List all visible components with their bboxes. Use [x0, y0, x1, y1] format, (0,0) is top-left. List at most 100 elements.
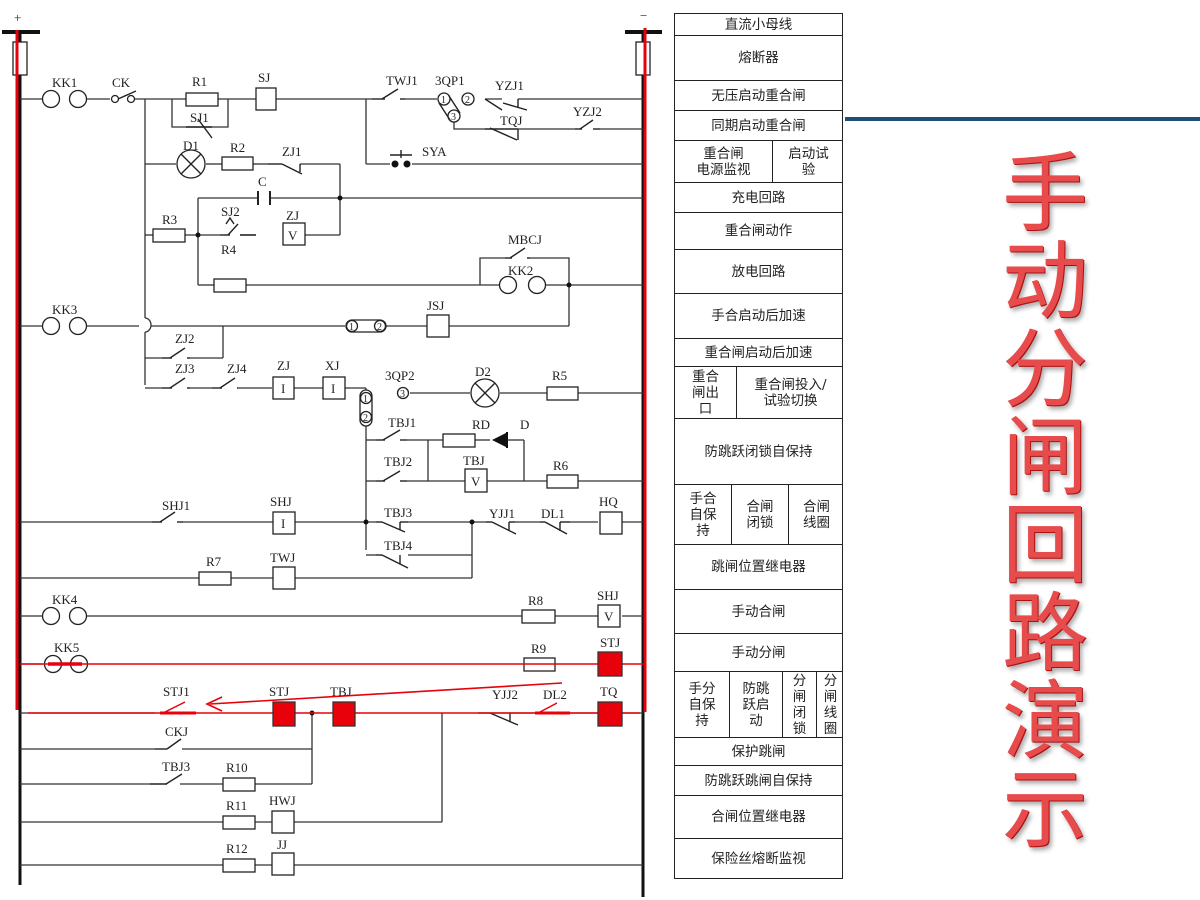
legend-cell: 手动分闸: [731, 644, 786, 661]
label-shj1: SHJ1: [162, 498, 190, 513]
legend-cell: 保护跳闸: [731, 743, 786, 760]
legend-cell: 手合自保持: [675, 485, 732, 544]
label-r7: R7: [206, 554, 222, 569]
kk2-contact: [498, 275, 518, 295]
zj-voltage-relay: [282, 222, 306, 246]
rd-resistor: [442, 433, 476, 448]
ck-switch: [126, 94, 136, 104]
label-tbj3: TBJ3: [384, 505, 412, 520]
twj-relay: [272, 566, 296, 590]
r8-resistor: [521, 609, 556, 624]
symbol-i: I: [331, 381, 335, 396]
kk1-contact: [41, 89, 61, 109]
label-r1: R1: [192, 74, 207, 89]
legend-cell: 启动试验: [788, 145, 829, 178]
kk4-contact: [41, 606, 61, 626]
label-zj1: ZJ1: [282, 144, 302, 159]
legend-cell: 重合闸出口: [675, 367, 737, 418]
title-char: 演: [1002, 672, 1088, 772]
stj-relay: [272, 701, 296, 727]
legend-cell: 分闸线圈: [823, 672, 838, 737]
jsj-relay: [426, 314, 450, 338]
r12-resistor: [222, 858, 256, 873]
label-d: D: [520, 417, 529, 432]
legend-row: 手合启动后加速: [675, 294, 842, 339]
ck-switch: [110, 94, 120, 104]
label-dl1: DL1: [541, 506, 565, 521]
label-stj1: STJ1: [163, 684, 190, 699]
tbj-relay: [332, 701, 356, 727]
label-r3: R3: [162, 212, 177, 227]
terminal-number: 3: [400, 389, 405, 400]
3qp2-terminal: [396, 386, 410, 400]
label-r2: R2: [230, 140, 245, 155]
legend-cell: 熔断器: [738, 50, 779, 66]
stj-relay-coil: [597, 651, 623, 677]
symbol-i: I: [281, 516, 285, 531]
r10-resistor: [222, 777, 256, 792]
label-tbj-v: TBJ: [463, 453, 485, 468]
title-char: 闸: [1002, 408, 1088, 508]
label-tbj3-lower: TBJ3: [162, 759, 190, 774]
label-r11: R11: [226, 798, 247, 813]
legend-cell: 重合闸动作: [724, 223, 793, 239]
label-hwj: HWJ: [269, 793, 296, 808]
control-circuit-diagram: + − KK1 CK R1 SJ SJ1 TWJ1 3QP1 YZJ1 YZJ2…: [2, 8, 662, 897]
d1-lamp-cross: [180, 153, 202, 175]
legend-row: 同期启动重合闸: [675, 111, 842, 141]
negative-bus-label: −: [640, 8, 647, 23]
negative-fuse: [635, 41, 651, 76]
label-3qp1: 3QP1: [435, 73, 465, 88]
manual-trip-path: [15, 28, 647, 715]
label-zj3: ZJ3: [175, 361, 195, 376]
terminal-number: 3: [451, 112, 456, 123]
label-mbcj: MBCJ: [508, 232, 542, 247]
legend-cell: 合闸线圈: [803, 498, 830, 531]
legend-cell: 手合启动后加速: [711, 308, 806, 324]
label-3qp2: 3QP2: [385, 368, 415, 383]
legend-cell: 手动合闸: [731, 603, 786, 620]
label-hq: HQ: [599, 494, 618, 509]
positive-fuse: [12, 41, 28, 76]
slide-title: 手动分闸回路演示: [990, 150, 1100, 854]
label-kk3: KK3: [52, 302, 77, 317]
label-jj: JJ: [277, 837, 287, 852]
label-kk1: KK1: [52, 75, 77, 90]
component-labels: + − KK1 CK R1 SJ SJ1 TWJ1 3QP1 YZJ1 YZJ2…: [14, 8, 647, 856]
symbol-v: V: [471, 474, 481, 489]
d2-lamp-cross: [474, 382, 496, 404]
3qp1-terminal: [437, 92, 451, 106]
label-r8: R8: [528, 593, 543, 608]
flow-arrow: [209, 682, 563, 705]
label-r4: R4: [221, 242, 237, 257]
legend-row: 充电回路: [675, 183, 842, 213]
terminal-number: 1: [441, 95, 446, 106]
shj-voltage-relay: [597, 604, 621, 628]
legend-row: 直流小母线: [675, 14, 842, 36]
label-sj1: SJ1: [190, 110, 209, 125]
legend-row: 重合闸启动后加速: [675, 339, 842, 367]
legend-row: 重合闸动作: [675, 213, 842, 250]
label-r12: R12: [226, 841, 248, 856]
label-tq: TQ: [600, 684, 618, 699]
terminal-2: [373, 319, 387, 333]
legend-row: 手合自保持合闸闭锁合闸线圈: [675, 485, 842, 545]
label-r6: R6: [553, 458, 569, 473]
sj-relay: [255, 87, 277, 111]
label-zj-i: ZJ: [277, 358, 290, 373]
kk4-contact: [68, 606, 88, 626]
label-ck: CK: [112, 75, 131, 90]
label-tbj2: TBJ2: [384, 454, 412, 469]
label-kk4: KK4: [52, 592, 78, 607]
legend-row: 手动分闸: [675, 634, 842, 672]
legend-row: 无压启动重合闸: [675, 81, 842, 111]
label-twj1: TWJ1: [386, 73, 418, 88]
label-shj-v: SHJ: [597, 588, 619, 603]
r3-resistor: [152, 228, 186, 243]
terminal-number: 2: [377, 322, 382, 333]
shj-current-relay: [272, 511, 296, 535]
label-yzj1: YZJ1: [495, 78, 524, 93]
legend-cell: 合闸闭锁: [732, 485, 789, 544]
label-sya: SYA: [422, 144, 447, 159]
label-stj: STJ: [269, 684, 289, 699]
